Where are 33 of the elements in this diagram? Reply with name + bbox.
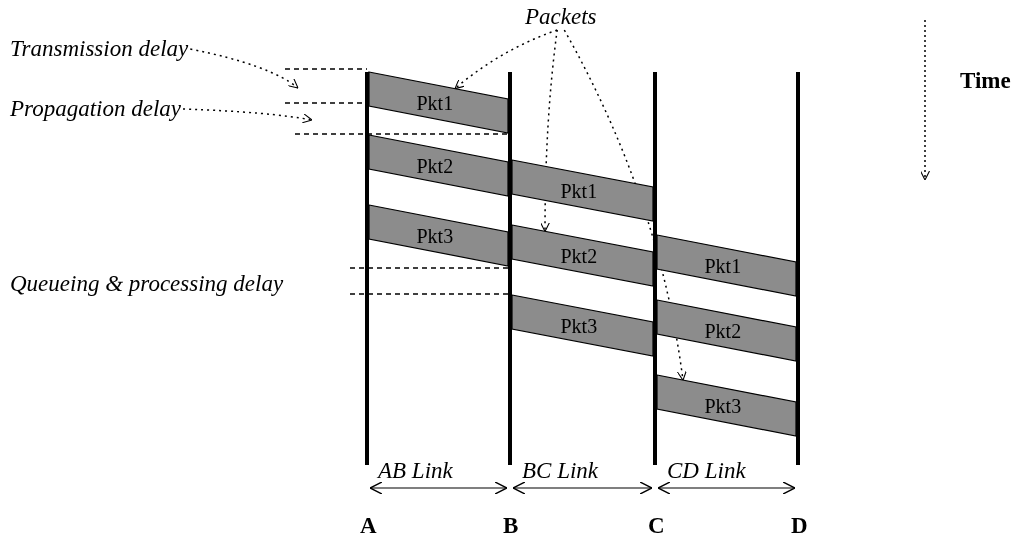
node-label: B [503, 513, 519, 539]
packets-label: Packets [525, 4, 597, 30]
packet-band [657, 235, 796, 296]
packet-band [512, 225, 653, 286]
delay-label: Transmission delay [10, 36, 189, 62]
time-label: Time [960, 68, 1011, 94]
packet-label: Pkt1 [560, 179, 598, 202]
link-label: CD Link [667, 458, 746, 484]
packet-label: Pkt2 [704, 319, 742, 342]
packet-band [369, 205, 508, 266]
packet-band [657, 300, 796, 361]
packet-band [369, 72, 508, 133]
packet-band [657, 375, 796, 436]
link-label: AB Link [378, 458, 453, 484]
leader-line [182, 108, 313, 124]
delay-label: Propagation delay [10, 96, 181, 122]
packet-band [369, 135, 508, 196]
node-label: A [360, 513, 377, 539]
packet-band [512, 160, 653, 221]
packet-label: Pkt3 [704, 394, 742, 417]
packet-band [512, 295, 653, 356]
packet-label: Pkt2 [560, 244, 598, 267]
packet-label: Pkt3 [416, 224, 454, 247]
node-label: D [791, 513, 808, 539]
node-label: C [648, 513, 665, 539]
packet-label: Pkt1 [704, 254, 742, 277]
leader-line [189, 48, 299, 89]
packet-label: Pkt2 [416, 154, 454, 177]
delay-label: Queueing & processing delay [10, 271, 284, 297]
leader-line [454, 29, 558, 90]
packet-label: Pkt3 [560, 314, 598, 337]
packet-label: Pkt1 [416, 91, 454, 114]
link-label: BC Link [522, 458, 599, 484]
